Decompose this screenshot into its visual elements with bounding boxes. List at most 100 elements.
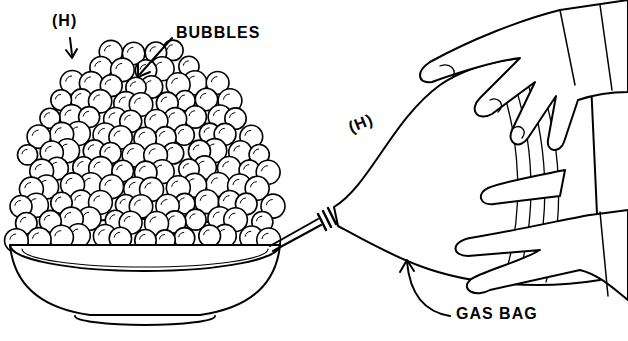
bubble-highlight bbox=[161, 97, 166, 102]
bubble-highlight bbox=[127, 149, 133, 154]
bubble-highlight bbox=[127, 47, 133, 52]
bubble-highlight bbox=[44, 113, 49, 117]
bubble-highlight bbox=[262, 166, 268, 171]
hand bbox=[456, 210, 628, 300]
bubble-highlight bbox=[25, 182, 31, 187]
thumb bbox=[481, 170, 565, 204]
bubble-highlight bbox=[204, 230, 209, 235]
bubble-highlight bbox=[179, 198, 184, 203]
bubble-highlight bbox=[200, 93, 206, 98]
bubble-heap bbox=[5, 40, 285, 252]
bubble-highlight bbox=[257, 216, 262, 221]
dish-rim bbox=[22, 249, 268, 267]
bubble-highlight bbox=[183, 164, 188, 169]
hand bbox=[420, 0, 628, 150]
bubble-highlight bbox=[204, 128, 209, 133]
bubble-highlight bbox=[149, 149, 155, 154]
bubble-highlight bbox=[229, 213, 235, 218]
bubble-highlight bbox=[266, 199, 272, 204]
bubble-highlight bbox=[240, 198, 245, 203]
bubble-highlight bbox=[119, 97, 125, 102]
part-label: GAS BAG bbox=[456, 305, 566, 323]
bubble-highlight bbox=[94, 196, 100, 201]
bubble-highlight bbox=[44, 215, 49, 220]
bubble-highlight bbox=[161, 199, 167, 204]
bubble-highlight bbox=[183, 61, 188, 65]
bubble-highlight bbox=[230, 113, 235, 118]
bubble-highlight bbox=[169, 216, 175, 221]
bubble-highlight bbox=[140, 234, 145, 239]
bubble-highlight bbox=[179, 95, 184, 99]
bubble-highlight bbox=[159, 234, 164, 238]
fingernail bbox=[440, 65, 524, 138]
bubble-outline bbox=[174, 125, 194, 145]
bubble-outline bbox=[199, 225, 221, 247]
bubble-highlight bbox=[251, 182, 257, 187]
bubble-highlight bbox=[223, 162, 229, 167]
bubble-highlight bbox=[94, 95, 100, 100]
part-label: BUBBLES bbox=[176, 24, 286, 42]
bubble-highlight bbox=[245, 231, 251, 236]
bubble-highlight bbox=[200, 195, 206, 200]
bubble-highlight bbox=[190, 214, 195, 219]
bubble-highlight bbox=[105, 147, 110, 152]
bubble-highlight bbox=[22, 149, 27, 153]
leader-line bbox=[70, 38, 72, 55]
bubble-highlight bbox=[211, 178, 217, 183]
bubble-highlight bbox=[104, 46, 110, 51]
bubble-highlight bbox=[116, 63, 122, 68]
bubble-highlight bbox=[179, 129, 184, 133]
bubble-highlight bbox=[244, 165, 249, 170]
bubble-highlight bbox=[233, 179, 239, 184]
bubble-highlight bbox=[167, 148, 172, 153]
bubble-highlight bbox=[45, 146, 51, 151]
dish-body bbox=[10, 245, 280, 315]
part-label: (H) bbox=[52, 12, 162, 30]
bubble-highlight bbox=[65, 212, 71, 217]
bubble-highlight bbox=[213, 212, 219, 217]
arrow-head bbox=[138, 64, 150, 77]
dish-base bbox=[75, 316, 215, 325]
bubble-highlight bbox=[125, 115, 130, 120]
bubble-highlight bbox=[83, 212, 89, 217]
bubble-highlight bbox=[109, 113, 115, 118]
bubble-highlight bbox=[234, 146, 240, 151]
bubble-highlight bbox=[193, 145, 198, 150]
dish-rim bbox=[10, 245, 280, 271]
arrow-head bbox=[400, 260, 414, 272]
bubble-highlight bbox=[124, 216, 130, 221]
tube bbox=[273, 225, 321, 251]
bubble-highlight bbox=[169, 113, 175, 118]
bubble-highlight bbox=[20, 217, 25, 222]
bubble-highlight bbox=[150, 217, 156, 222]
leader-line bbox=[140, 38, 172, 74]
bubble-highlight bbox=[211, 77, 217, 82]
bubble-highlight bbox=[172, 181, 178, 186]
bubble-highlight bbox=[65, 110, 71, 115]
bubble-highlight bbox=[88, 145, 93, 150]
bubble-highlight bbox=[140, 166, 146, 171]
bubble-highlight bbox=[189, 111, 195, 116]
bubble-highlight bbox=[150, 115, 156, 120]
bubble-highlight bbox=[135, 200, 141, 205]
bubble-highlight bbox=[179, 232, 184, 237]
bubble bbox=[174, 125, 194, 145]
bubble-highlight bbox=[75, 195, 81, 200]
bubble-highlight bbox=[66, 178, 72, 183]
bubble-highlight bbox=[15, 200, 20, 205]
arrow-head bbox=[66, 49, 77, 58]
bubble-highlight bbox=[129, 182, 135, 187]
bag-neck bbox=[318, 208, 336, 230]
bubble-highlight bbox=[55, 231, 61, 236]
bubble-highlight bbox=[139, 132, 145, 137]
tube bbox=[270, 219, 318, 246]
bubble-highlight bbox=[105, 80, 110, 85]
bubble-highlight bbox=[98, 128, 104, 133]
bubble-highlight bbox=[135, 98, 141, 103]
bubble-highlight bbox=[35, 164, 41, 169]
bubble-highlight bbox=[159, 131, 164, 136]
bubble-highlight bbox=[95, 61, 101, 66]
bubble-highlight bbox=[120, 199, 125, 203]
bubble-highlight bbox=[213, 110, 219, 115]
